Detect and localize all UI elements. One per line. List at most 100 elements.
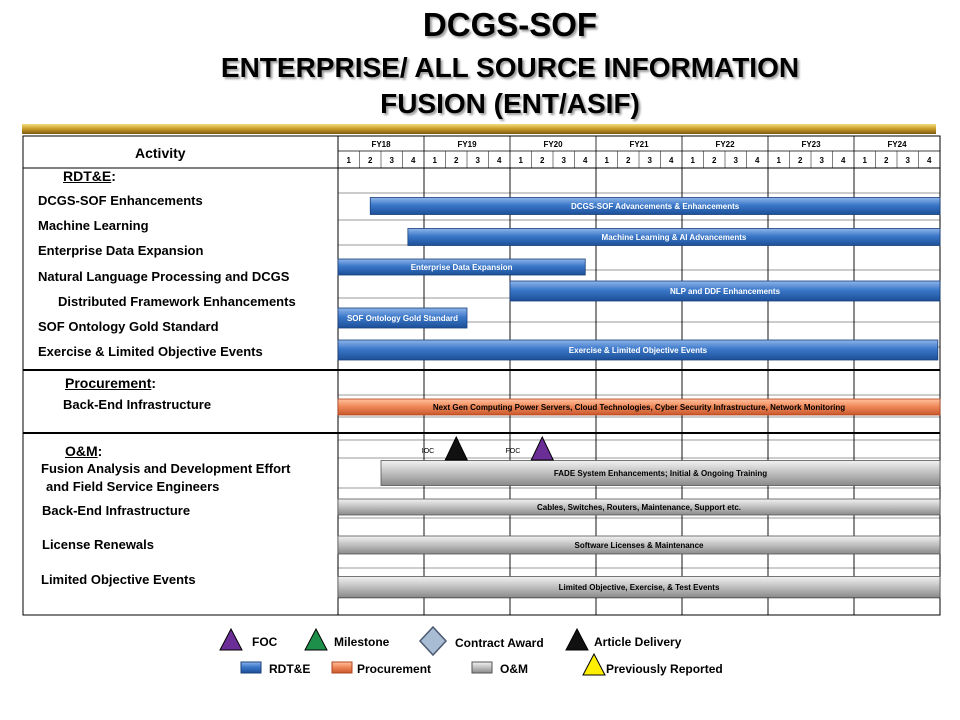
gantt-bar [337, 576, 941, 598]
section-procurement-colon: : [151, 375, 157, 391]
quarter-label: 1 [605, 156, 610, 165]
quarter-label: 1 [691, 156, 696, 165]
milestone-triangle [530, 435, 555, 461]
row-label: Fusion Analysis and Development Effort [41, 461, 291, 476]
gantt-bar [337, 339, 939, 361]
milestone-label: FOC [505, 448, 520, 455]
quarter-label: 2 [884, 156, 889, 165]
grid-frame [22, 135, 941, 616]
section-om-colon: : [97, 443, 103, 459]
quarter-label: 3 [734, 156, 739, 165]
row-label: License Renewals [42, 537, 154, 552]
row-label: Distributed Framework Enhancements [58, 294, 296, 309]
activity-header: Activity [135, 145, 186, 161]
quarter-label: 3 [562, 156, 567, 165]
gantt-bar [369, 197, 941, 215]
legend-contract-award-label: Contract Award [455, 636, 544, 650]
page-subtitle-2: FUSION (ENT/ASIF) [380, 88, 640, 119]
gantt-bar [509, 280, 941, 302]
gantt-bar-label: Next Gen Computing Power Servers, Cloud … [433, 403, 845, 412]
quarter-label: 1 [863, 156, 868, 165]
quarter-label: 2 [540, 156, 545, 165]
row-label: DCGS-SOF Enhancements [38, 193, 203, 208]
quarter-label: 4 [669, 156, 674, 165]
row-label: Back-End Infrastructure [63, 397, 212, 412]
page-title: DCGS-SOF [422, 6, 598, 43]
fiscal-year-label: FY20 [543, 140, 563, 149]
fiscal-year-label: FY23 [801, 140, 821, 149]
quarter-label: 2 [368, 156, 373, 165]
legend-article-delivery-label: Article Delivery [594, 635, 682, 649]
legend-previously-reported-label: Previously Reported [606, 662, 723, 676]
quarter-label: 3 [820, 156, 825, 165]
quarter-label: 2 [454, 156, 459, 165]
gantt-bar [337, 307, 468, 329]
fiscal-year-label: FY18 [371, 140, 391, 149]
section-procurement-label: Procurement [65, 375, 152, 391]
gantt-bar [337, 535, 941, 555]
section-procurement: Procurement: [65, 375, 156, 391]
gantt-bar [337, 258, 586, 276]
quarter-label: 1 [433, 156, 438, 165]
quarter-label: 4 [841, 156, 846, 165]
gantt-bar [407, 228, 941, 246]
page-subtitle-1: ENTERPRISE/ ALL SOURCE INFORMATION [220, 52, 800, 83]
previously-reported-icon [582, 652, 606, 676]
section-om: O&M: [65, 443, 102, 459]
legend-rdte-label: RDT&E [269, 662, 311, 676]
quarter-label: 3 [648, 156, 653, 165]
gantt-bar-label: Enterprise Data Expansion [411, 263, 513, 272]
quarter-label: 1 [519, 156, 524, 165]
quarter-label: 4 [927, 156, 932, 165]
quarter-label: 1 [347, 156, 352, 165]
quarter-label: 1 [777, 156, 782, 165]
section-rdte-label: RDT&E [63, 168, 112, 184]
gantt-bar-label: NLP and DDF Enhancements [670, 287, 781, 296]
fiscal-year-label: FY19 [457, 140, 477, 149]
legend-procurement-label: Procurement [357, 662, 432, 676]
quarter-label: 4 [497, 156, 502, 165]
gantt-bar [380, 460, 941, 486]
gantt-bar-label: Limited Objective, Exercise, & Test Even… [559, 583, 720, 592]
row-label: Limited Objective Events [41, 572, 196, 587]
quarter-label: 4 [583, 156, 588, 165]
quarter-label: 2 [712, 156, 717, 165]
milestone-icon [304, 627, 328, 651]
gantt-bar-label: DCGS-SOF Advancements & Enhancements [571, 202, 740, 211]
row-label: Natural Language Processing and DCGS [38, 269, 290, 284]
quarter-label: 3 [390, 156, 395, 165]
row-label: and Field Service Engineers [46, 479, 220, 494]
milestone-label: IOC [422, 448, 434, 455]
gantt-bar-label: FADE System Enhancements; Initial & Ongo… [554, 469, 767, 478]
row-label: Back-End Infrastructure [42, 503, 191, 518]
gantt-bar [337, 498, 941, 516]
quarter-label: 3 [906, 156, 911, 165]
om-swatch-icon [471, 661, 493, 674]
row-label: Exercise & Limited Objective Events [38, 344, 263, 359]
article-delivery-icon [565, 627, 589, 651]
fiscal-year-label: FY24 [887, 140, 907, 149]
gantt-bar-label: Machine Learning & AI Advancements [602, 233, 747, 242]
procurement-swatch-icon [331, 661, 353, 674]
foc-icon [219, 627, 243, 651]
gantt-bar-label: SOF Ontology Gold Standard [347, 314, 458, 323]
gantt-bar-label: Cables, Switches, Routers, Maintenance, … [537, 503, 741, 512]
row-label: Machine Learning [38, 218, 149, 233]
title-divider [22, 124, 936, 134]
section-om-label: O&M [65, 443, 98, 459]
gantt-bar-label: Exercise & Limited Objective Events [569, 346, 708, 355]
legend-milestone-label: Milestone [334, 635, 390, 649]
quarter-label: 4 [411, 156, 416, 165]
fiscal-year-label: FY21 [629, 140, 649, 149]
legend-om-label: O&M [500, 662, 528, 676]
quarter-label: 3 [476, 156, 481, 165]
milestone-triangle [444, 435, 469, 461]
quarter-label: 2 [626, 156, 631, 165]
section-rdte: RDT&E: [63, 168, 116, 184]
quarter-label: 4 [755, 156, 760, 165]
rdte-swatch-icon [240, 661, 262, 674]
legend-foc-label: FOC [252, 635, 278, 649]
quarter-label: 2 [798, 156, 803, 165]
row-label: SOF Ontology Gold Standard [38, 319, 219, 334]
